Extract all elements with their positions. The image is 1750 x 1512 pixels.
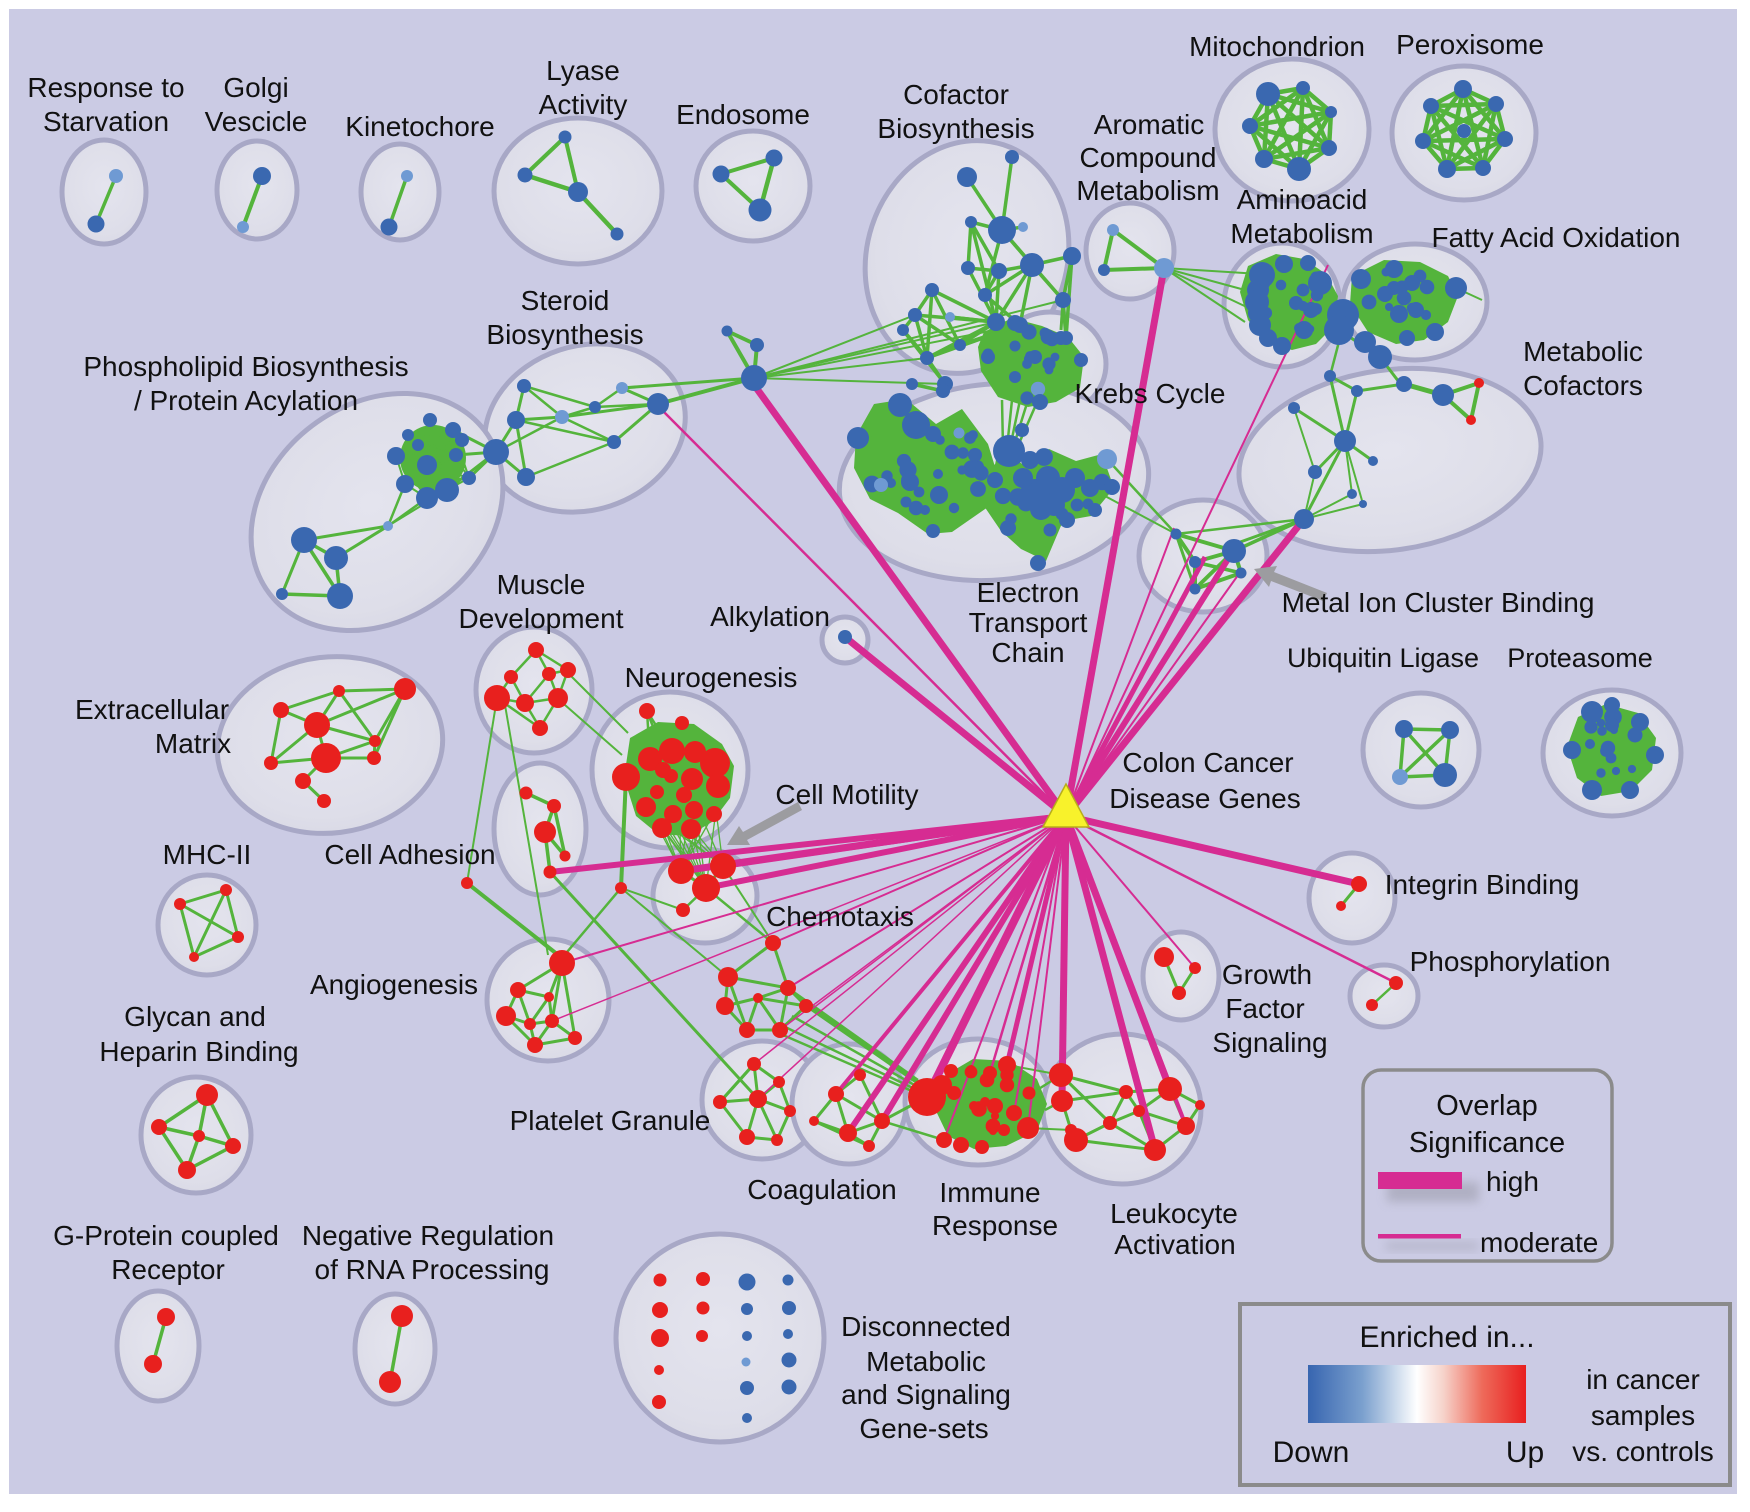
svg-text:MHC-II: MHC-II [163, 839, 252, 870]
svg-text:Proteasome: Proteasome [1507, 643, 1653, 673]
svg-text:Response to: Response to [27, 72, 184, 103]
svg-text:Immune: Immune [939, 1177, 1040, 1208]
svg-text:moderate: moderate [1480, 1227, 1598, 1258]
svg-text:Starvation: Starvation [43, 106, 169, 137]
svg-text:of RNA Processing: of RNA Processing [315, 1254, 550, 1285]
svg-text:Muscle: Muscle [497, 569, 586, 600]
svg-text:Compound: Compound [1080, 142, 1217, 173]
svg-text:Metabolic: Metabolic [1523, 336, 1643, 367]
svg-text:Phospholipid Biosynthesis: Phospholipid Biosynthesis [83, 351, 408, 382]
svg-text:Negative Regulation: Negative Regulation [302, 1220, 554, 1251]
svg-text:G-Protein coupled: G-Protein coupled [53, 1220, 279, 1251]
svg-text:Aromatic: Aromatic [1094, 109, 1204, 140]
svg-text:Receptor: Receptor [111, 1254, 225, 1285]
svg-text:Chemotaxis: Chemotaxis [766, 901, 914, 932]
svg-text:Activity: Activity [539, 89, 628, 120]
svg-text:Disease Genes: Disease Genes [1109, 783, 1300, 814]
svg-text:Development: Development [459, 603, 624, 634]
svg-text:Steroid: Steroid [521, 285, 610, 316]
svg-text:Phosphorylation: Phosphorylation [1410, 946, 1611, 977]
svg-text:Colon Cancer: Colon Cancer [1122, 747, 1293, 778]
svg-text:Angiogenesis: Angiogenesis [310, 969, 478, 1000]
svg-text:Peroxisome: Peroxisome [1396, 29, 1544, 60]
svg-text:Endosome: Endosome [676, 99, 810, 130]
svg-text:Enriched in...: Enriched in... [1359, 1321, 1534, 1354]
svg-text:Metabolic: Metabolic [866, 1346, 986, 1377]
svg-text:Neurogenesis: Neurogenesis [625, 662, 798, 693]
svg-text:Leukocyte: Leukocyte [1110, 1198, 1238, 1229]
svg-text:Matrix: Matrix [155, 728, 231, 759]
svg-text:samples: samples [1591, 1400, 1695, 1431]
svg-text:Signaling: Signaling [1212, 1027, 1327, 1058]
svg-text:Krebs Cycle: Krebs Cycle [1075, 378, 1226, 409]
svg-text:Electron: Electron [977, 577, 1080, 608]
svg-text:Overlap: Overlap [1436, 1090, 1538, 1122]
svg-text:and Signaling: and Signaling [841, 1379, 1011, 1410]
svg-text:Response: Response [932, 1210, 1058, 1241]
svg-text:Factor: Factor [1225, 993, 1304, 1024]
svg-text:Cofactors: Cofactors [1523, 370, 1643, 401]
svg-text:Metabolism: Metabolism [1076, 175, 1219, 206]
svg-text:Metal Ion Cluster Binding: Metal Ion Cluster Binding [1282, 587, 1595, 618]
svg-text:Disconnected: Disconnected [841, 1311, 1011, 1342]
svg-text:Heparin Binding: Heparin Binding [99, 1036, 298, 1067]
svg-text:Mitochondrion: Mitochondrion [1189, 31, 1365, 62]
svg-text:Coagulation: Coagulation [747, 1174, 896, 1205]
svg-text:Ubiquitin Ligase: Ubiquitin Ligase [1287, 643, 1479, 673]
svg-text:Chain: Chain [991, 637, 1064, 668]
svg-text:Gene-sets: Gene-sets [859, 1413, 988, 1444]
svg-text:Significance: Significance [1409, 1127, 1565, 1159]
svg-text:Lyase: Lyase [546, 55, 620, 86]
svg-text:vs. controls: vs. controls [1572, 1436, 1714, 1467]
svg-text:Cofactor: Cofactor [903, 79, 1009, 110]
svg-text:Aminoacid: Aminoacid [1237, 184, 1368, 215]
svg-text:Activation: Activation [1114, 1229, 1235, 1260]
svg-text:high: high [1486, 1166, 1539, 1197]
svg-text:Biosynthesis: Biosynthesis [877, 113, 1034, 144]
svg-text:Biosynthesis: Biosynthesis [486, 319, 643, 350]
svg-text:Cell Adhesion: Cell Adhesion [324, 839, 495, 870]
svg-text:Vescicle: Vescicle [205, 106, 308, 137]
svg-text:in cancer: in cancer [1586, 1364, 1700, 1395]
svg-text:Glycan and: Glycan and [124, 1001, 266, 1032]
svg-text:Up: Up [1506, 1436, 1544, 1469]
svg-text:Golgi: Golgi [223, 72, 288, 103]
svg-text:Integrin Binding: Integrin Binding [1385, 869, 1580, 900]
svg-text:Alkylation: Alkylation [710, 601, 830, 632]
svg-text:Cell Motility: Cell Motility [775, 779, 918, 810]
svg-text:Platelet Granule: Platelet Granule [510, 1105, 711, 1136]
svg-text:Fatty Acid Oxidation: Fatty Acid Oxidation [1431, 222, 1680, 253]
svg-text:Extracellular: Extracellular [75, 694, 229, 725]
svg-text:Kinetochore: Kinetochore [345, 111, 494, 142]
svg-text:Metabolism: Metabolism [1230, 218, 1373, 249]
svg-text:/ Protein Acylation: / Protein Acylation [134, 385, 358, 416]
svg-text:Growth: Growth [1222, 959, 1312, 990]
svg-text:Down: Down [1273, 1436, 1350, 1469]
svg-text:Transport: Transport [969, 607, 1088, 638]
